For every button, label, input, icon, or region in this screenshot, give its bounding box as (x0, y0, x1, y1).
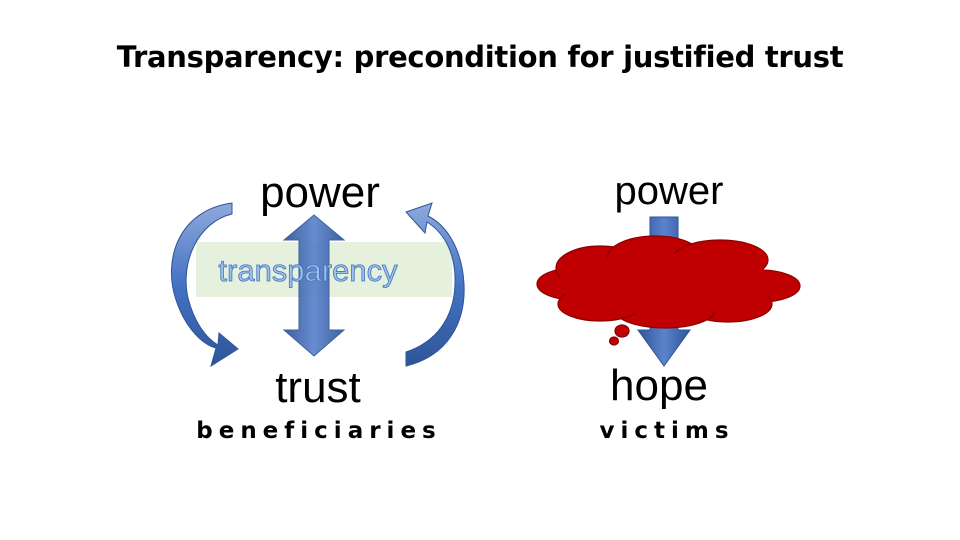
beneficiaries-label: beneficiaries (196, 418, 441, 444)
hope-label: hope (610, 361, 708, 410)
left-panel: transparency power trust beneficiaries (170, 168, 465, 444)
victims-label: victims (599, 418, 734, 444)
double-arrow-icon (282, 214, 346, 357)
right-power-label: power (615, 169, 724, 213)
trust-label: trust (275, 363, 361, 412)
transparency-label: transparency (218, 253, 398, 288)
left-power-label: power (260, 168, 380, 217)
cloud-shape (536, 235, 801, 346)
curved-arrow-right-icon (405, 202, 465, 367)
curved-arrow-left-icon (170, 202, 239, 368)
right-panel: power hope victims (536, 169, 801, 444)
slide-title: Transparency: precondition for justified… (116, 40, 844, 74)
